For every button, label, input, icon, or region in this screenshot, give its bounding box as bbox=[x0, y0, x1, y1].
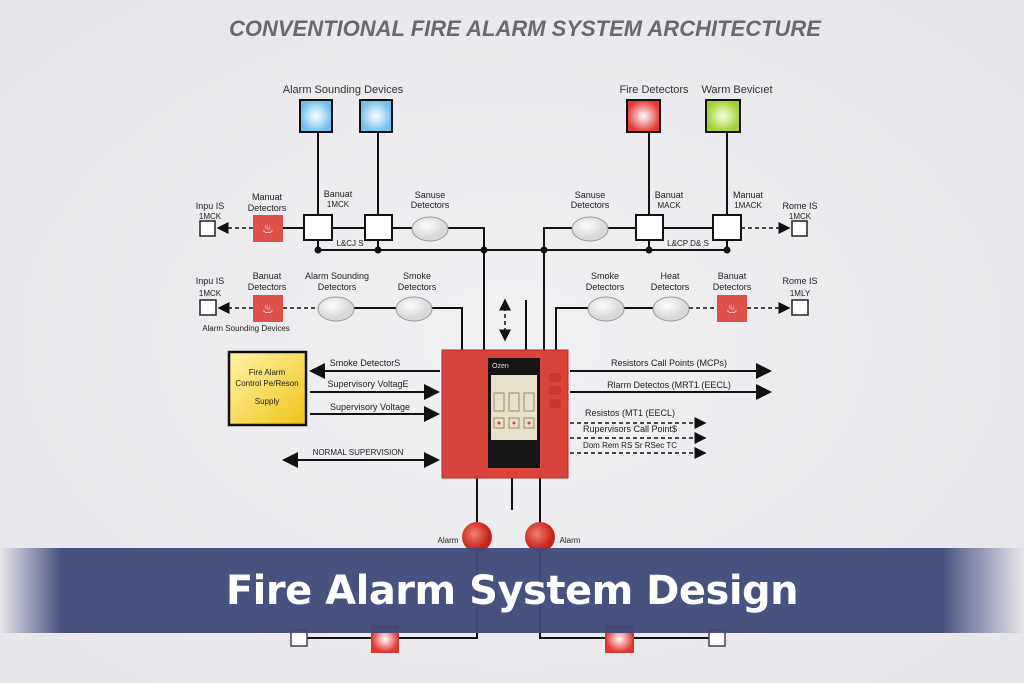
alarm-label: Alarm bbox=[560, 536, 581, 545]
label: Detectors bbox=[713, 282, 752, 292]
output-box-row2-right bbox=[791, 299, 809, 316]
alarm-bell-right bbox=[525, 522, 555, 552]
label: Heat bbox=[660, 271, 680, 281]
alarm-bell-left bbox=[462, 522, 492, 552]
manual-call-point-row1 bbox=[253, 215, 283, 242]
fire-detector-device bbox=[626, 99, 661, 133]
panel-leds bbox=[497, 421, 531, 425]
smoke-detector-row2-right bbox=[587, 296, 625, 322]
arrow-label: Rlarm Detectos (MRT1 (EECL) bbox=[607, 380, 731, 390]
wiring bbox=[283, 132, 728, 639]
junction-box-1 bbox=[303, 214, 333, 241]
label: Smoke bbox=[403, 271, 431, 281]
label: Manuat bbox=[252, 192, 283, 202]
manual-call-point-row2 bbox=[253, 295, 283, 322]
alarm-label: Alarm bbox=[438, 536, 459, 545]
arrow-label: Supervisory VoltagE bbox=[327, 379, 408, 389]
label: Sanuse bbox=[415, 190, 446, 200]
input-box-row1-left bbox=[199, 220, 216, 237]
heat-detector bbox=[652, 296, 690, 322]
label-fire-detectors: Fire Detectors bbox=[619, 84, 689, 96]
panel-button[interactable] bbox=[549, 386, 561, 395]
arrow-label: Rupervisors Call Point$ bbox=[583, 424, 677, 434]
label: L&CP D& S bbox=[667, 239, 709, 248]
label: Manuat bbox=[733, 190, 764, 200]
label: Smoke bbox=[591, 271, 619, 281]
junction-box-3 bbox=[635, 214, 664, 241]
smoke-detector-row1-left bbox=[411, 216, 449, 242]
manual-call-point-icon: ♨ bbox=[262, 221, 274, 236]
label: Banuat bbox=[655, 190, 684, 200]
label: Sanuse bbox=[575, 190, 606, 200]
arrow-label: Resistos (MT1 (EECL) bbox=[585, 408, 675, 418]
input-box-row2-left bbox=[199, 299, 217, 316]
power-supply-label: Control Pe/Reson bbox=[235, 379, 298, 388]
label: 1MCK bbox=[199, 212, 222, 221]
panel-button[interactable] bbox=[549, 373, 561, 382]
panel-indicators bbox=[493, 392, 535, 429]
manual-call-point-icon: ♨ bbox=[262, 301, 274, 316]
arrow-label: Smoke DetectorS bbox=[330, 358, 401, 368]
label: Banuat bbox=[324, 189, 353, 199]
junction-box-2 bbox=[364, 214, 393, 241]
label: Rome IS bbox=[782, 276, 817, 286]
label: 1MACK bbox=[734, 201, 762, 210]
junction-box-4 bbox=[712, 214, 742, 241]
alarm-sounder-2 bbox=[359, 99, 393, 133]
arrow-label: Supervisory Voltage bbox=[330, 402, 410, 412]
label: Inpu IS bbox=[196, 276, 225, 286]
label: 1MLY bbox=[790, 289, 811, 298]
warm-device bbox=[705, 99, 741, 133]
smoke-detector-row2-left bbox=[395, 296, 433, 322]
label: 1MCK bbox=[789, 212, 812, 221]
label-alarm-sounding-devices: Alarm Sounding Devices bbox=[283, 84, 404, 96]
label-warm-device: Warm Bevicıet bbox=[701, 84, 772, 96]
label: Detectors bbox=[318, 282, 357, 292]
power-supply-box bbox=[227, 350, 308, 427]
panel-display bbox=[491, 375, 537, 440]
title-banner: Fire Alarm System Design bbox=[0, 548, 1024, 633]
manual-call-point-row2-right bbox=[717, 295, 747, 322]
smoke-detector-row1-right bbox=[571, 216, 609, 242]
label: Detectors bbox=[571, 200, 610, 210]
label: Rome IS bbox=[782, 201, 817, 211]
arrow-label: Dom Rem RS Sr RSec TC bbox=[583, 441, 677, 450]
label: Inpu IS bbox=[196, 201, 225, 211]
manual-call-point-icon: ♨ bbox=[726, 301, 738, 316]
arrow-label: NORMAL SUPERVISION bbox=[313, 448, 404, 457]
banner-title: Fire Alarm System Design bbox=[225, 567, 799, 614]
power-supply-label: Fire Alarm bbox=[249, 368, 286, 377]
label: Detectors bbox=[411, 200, 450, 210]
diagram-title: CONVENTIONAL FIRE ALARM SYSTEM ARCHITECT… bbox=[229, 16, 822, 41]
bus-junctions bbox=[314, 246, 731, 254]
label: Detectors bbox=[398, 282, 437, 292]
label: Detectors bbox=[586, 282, 625, 292]
label: 1MCK bbox=[327, 200, 350, 209]
label: Alarm Sounding bbox=[305, 271, 369, 281]
label: Alarm Sounding Devices bbox=[202, 324, 290, 333]
label: Banuat bbox=[253, 271, 282, 281]
power-supply-label: Supply bbox=[255, 397, 279, 406]
alarm-sounder-1 bbox=[299, 99, 333, 133]
alarm-sounding-detector bbox=[317, 296, 355, 322]
output-box-row1-right bbox=[791, 220, 808, 237]
arrow-label: Resistors Call Points (MCPs) bbox=[611, 358, 727, 368]
label: 1MCK bbox=[199, 289, 222, 298]
label: L&CJ S bbox=[336, 239, 363, 248]
panel-screen-text: Ozen bbox=[492, 363, 509, 370]
label: Detectors bbox=[248, 282, 287, 292]
panel-button[interactable] bbox=[549, 399, 561, 408]
label: Detectors bbox=[651, 282, 690, 292]
label: Banuat bbox=[718, 271, 747, 281]
label: MACK bbox=[657, 201, 681, 210]
label: Detectors bbox=[248, 203, 287, 213]
